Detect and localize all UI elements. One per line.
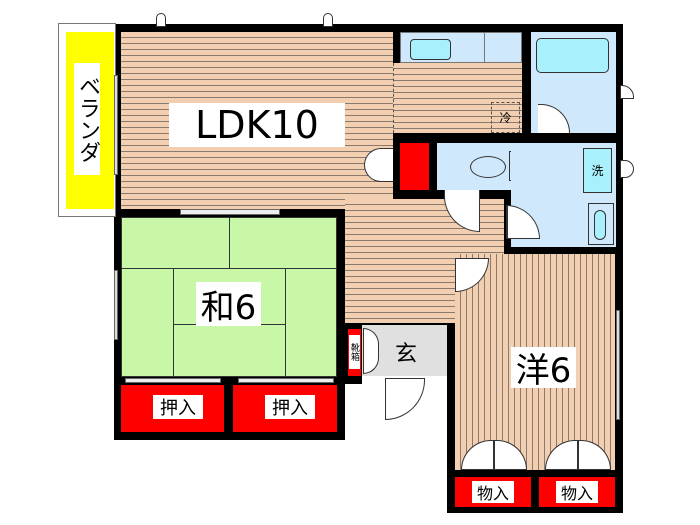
ldk-label: LDK10 [169,103,345,147]
tatami-line [285,268,286,377]
western-room-label: 洋6 [511,347,576,391]
window-door-icon [156,13,166,27]
closet-door[interactable] [364,148,393,182]
washer-label: 洗 [583,148,612,193]
window [114,75,118,175]
sliding-door[interactable] [180,209,280,215]
tatami-line [173,268,174,377]
window-icon [620,85,634,99]
kitchen-floor [393,63,522,133]
tatami-line [121,268,337,269]
japanese-room-label: 和6 [196,282,261,328]
toilet-icon [470,156,506,178]
oshiire-label-1: 押入 [153,395,203,419]
storage-label-1: 物入 [472,481,514,503]
window-door-icon [323,13,333,27]
genkan-label: 玄 [394,342,417,367]
bathtub-icon [536,38,609,73]
closet-sliding-door[interactable] [238,378,334,383]
fridge-space-label: 冷 [491,102,520,133]
basin-icon [594,210,606,240]
storage-label-2: 物入 [556,481,598,503]
counter-divider [484,32,485,63]
tatami-line [229,217,230,268]
oshiire-label-2: 押入 [265,395,315,419]
veranda-label: ベランダ [74,63,100,175]
shoe-box-label: 靴箱 [349,335,360,369]
window [114,270,118,340]
kitchen-divider [393,63,394,133]
closet-sliding-door[interactable] [125,378,221,383]
sink-icon [410,39,451,60]
window-icon [620,160,634,178]
closet-red [400,143,429,190]
window [616,310,620,420]
